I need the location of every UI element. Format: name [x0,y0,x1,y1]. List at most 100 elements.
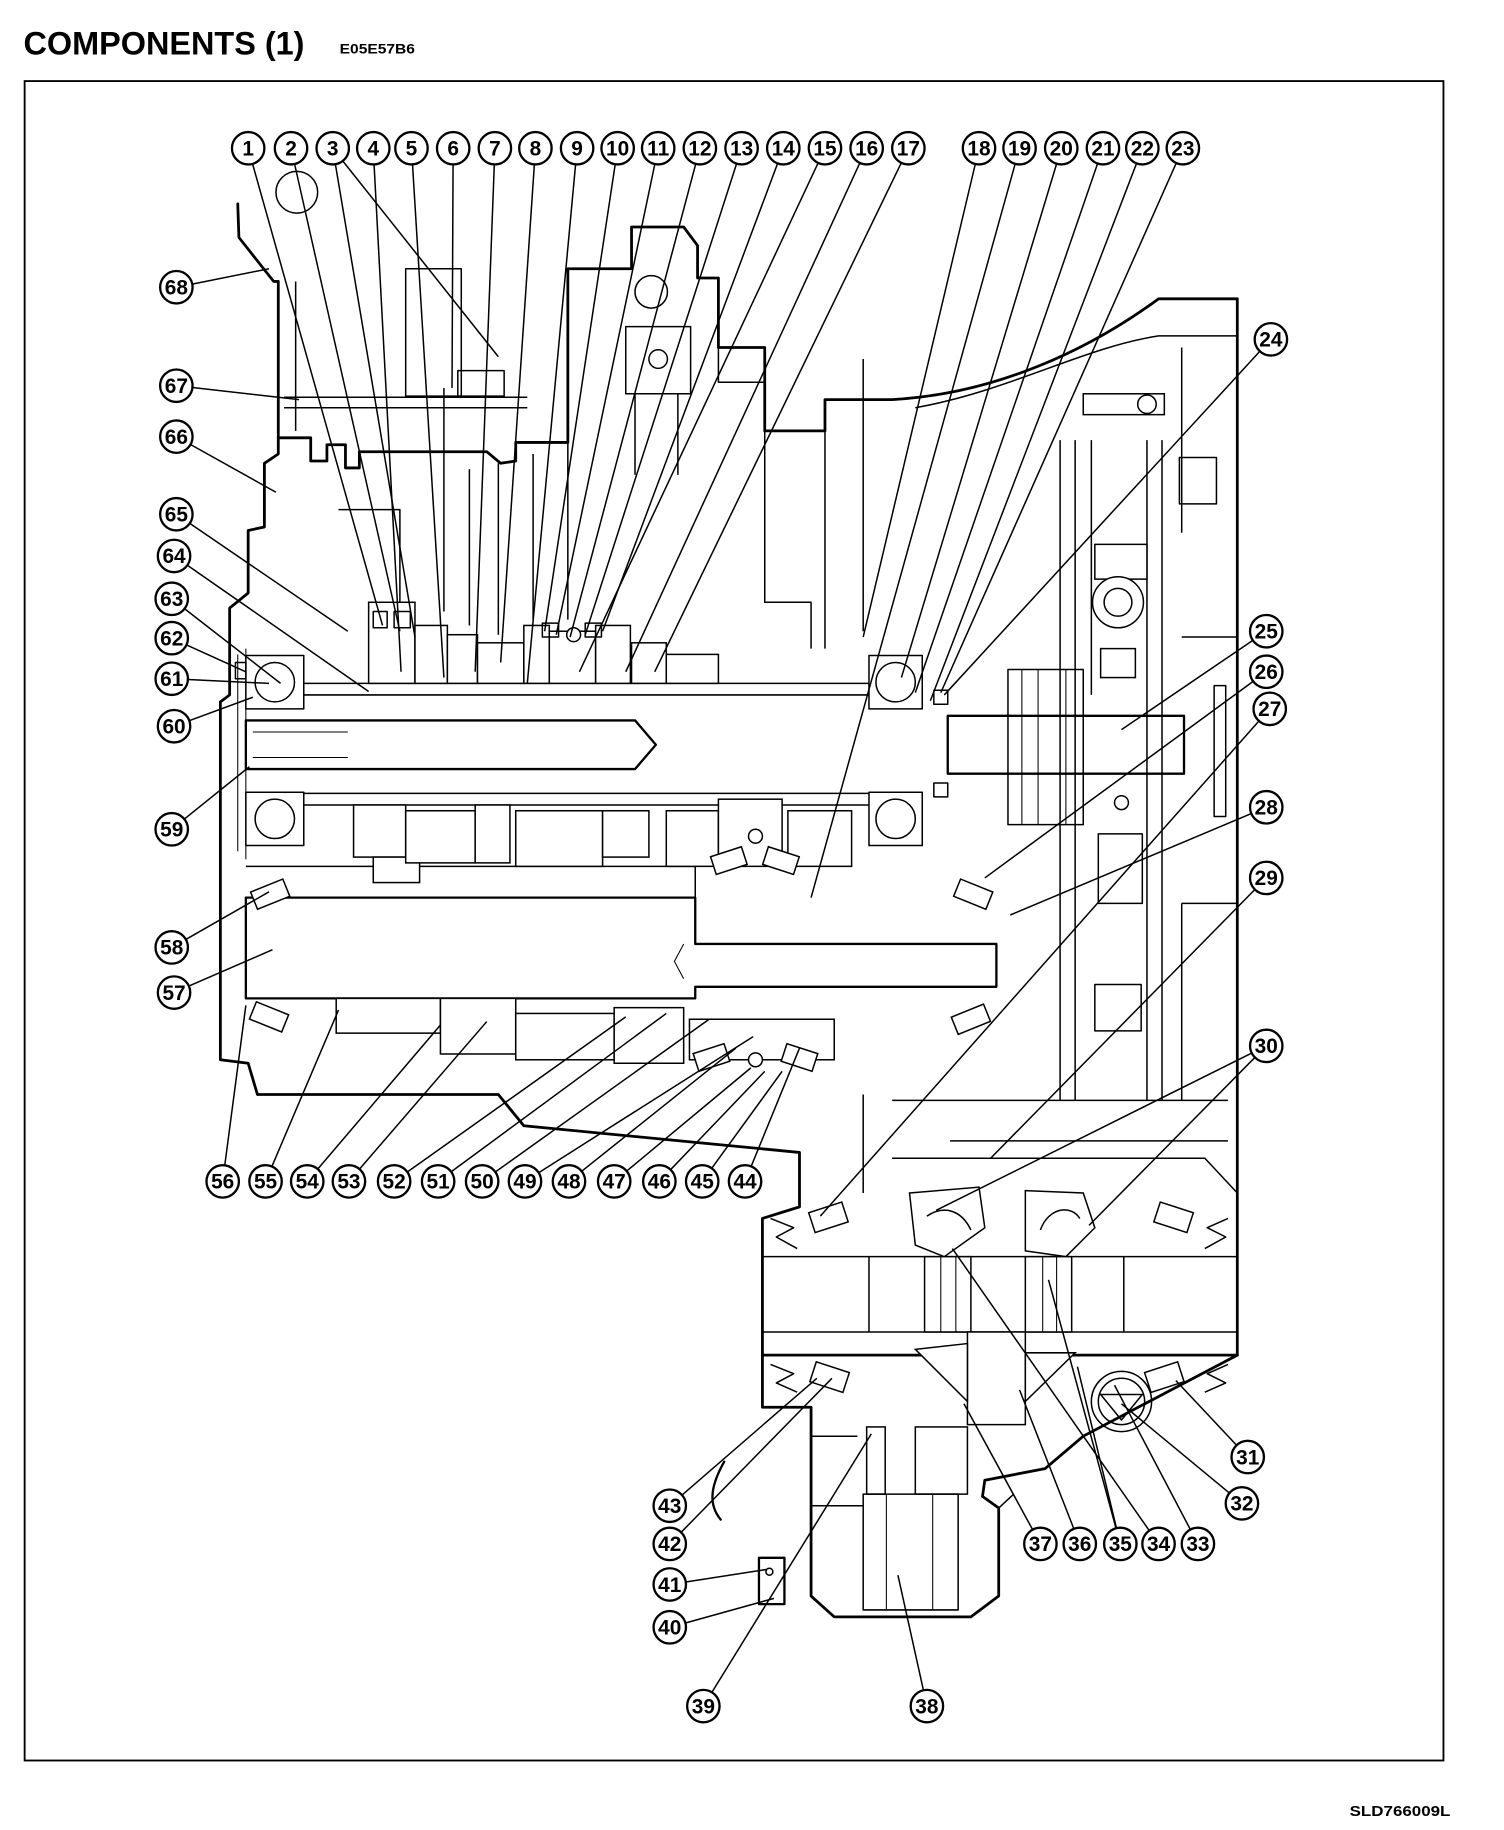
callout-circle [158,496,194,532]
leader-line [293,163,401,632]
leader-line [494,1018,710,1173]
input-shaft-spline [252,731,348,759]
callout-56: 56 [205,1164,241,1199]
counter-shaft-tip [673,943,685,979]
gear [514,1012,615,1061]
callout-circle [1224,1486,1260,1521]
callout-circle [518,130,553,166]
lower-case-outline [218,436,1239,1357]
callout-4: 4 [355,130,391,166]
gear [613,1006,685,1065]
callout-circle [1253,321,1289,357]
leader-line [819,720,1260,1217]
callout-7: 7 [477,130,513,166]
detent-plunger [648,349,669,370]
tapered-roller-bearing [950,1003,992,1036]
callout-36: 36 [1062,1526,1098,1562]
callout-number: 39 [692,1695,715,1718]
pinion-housing-web [811,1435,1015,1509]
callout-number: 61 [160,668,183,691]
callout-number: 19 [1008,138,1031,161]
callout-64: 64 [156,538,192,574]
leader-line [411,164,445,678]
gear [474,804,511,864]
oil-seal [933,689,949,705]
upper-case-outline [236,202,1239,1357]
drive-pinion-detail [885,1494,934,1610]
callout-44: 44 [727,1164,763,1199]
o-ring-inner [1097,1377,1146,1426]
callout-number: 38 [915,1695,938,1718]
side-gear-left [908,1186,986,1258]
leader-line [183,766,250,820]
bracket-plate [284,396,528,409]
leader-line [654,162,902,673]
leader-line [569,163,697,638]
callout-57: 57 [156,975,192,1010]
leader-line [186,644,247,673]
leader-line [1047,1279,1117,1529]
callout-number: 49 [513,1171,536,1194]
pinion-shaft [966,1331,1027,1426]
shift-rails [1059,440,1163,1101]
callout-number: 8 [530,138,542,161]
tapered-roller-bearing [1152,1201,1195,1234]
tapered-roller-bearing [709,845,749,876]
o-ring [1090,1370,1153,1433]
upper-gear-train [367,601,720,685]
callout-number: 3 [327,138,339,161]
callout-number: 5 [406,138,418,161]
callout-30: 30 [1248,1028,1284,1064]
leader-line [940,162,1177,693]
callout-number: 46 [648,1171,671,1194]
ball-bearings [234,648,949,860]
callout-number: 55 [254,1171,277,1194]
ball-bearing [868,654,924,710]
leader-line [1175,1380,1238,1446]
callout-32: 32 [1224,1486,1260,1521]
synchronizer-key [584,622,603,638]
leader-line [951,1248,1150,1532]
leader-line [474,164,496,672]
leader-line [373,164,402,672]
callout-circle [765,130,801,166]
callout-55: 55 [248,1164,283,1199]
gear [665,653,720,685]
synchronizer-key [372,610,388,629]
oil-seal [770,1217,798,1250]
leader-line [711,1433,872,1693]
callout-16: 16 [849,130,885,166]
callout-circle [331,1164,367,1199]
callout-number: 60 [162,716,185,739]
callout-circle [156,538,192,574]
leader-line [1088,1056,1256,1226]
callout-11: 11 [640,130,676,166]
callout-circle [652,1488,688,1524]
callout-circle [684,1164,720,1199]
callout-circle [849,130,885,166]
leader-line [334,164,416,638]
callout-37: 37 [1023,1526,1058,1562]
gear [446,633,479,685]
callout-circle [1002,130,1037,166]
gear [601,810,650,858]
callout-circle [1252,691,1288,727]
callout-33: 33 [1180,1526,1216,1562]
bearing-ball [875,798,917,840]
callout-17: 17 [890,130,926,166]
detent-ball [634,274,669,309]
callout-circle [230,130,266,166]
tapered-roller-bearing [780,1042,819,1073]
callout-number: 58 [160,937,183,960]
callout-number: 32 [1230,1493,1253,1516]
cross-section-drawing [218,170,1239,1619]
callout-60: 60 [156,708,192,744]
case-web [338,347,864,649]
shift-shaft-bore [1103,587,1133,617]
flange-detail [1021,669,1067,825]
leader-line [601,163,779,632]
callout-15: 15 [807,130,843,166]
callout-circle [376,1164,412,1199]
callout-number: 20 [1050,138,1073,161]
